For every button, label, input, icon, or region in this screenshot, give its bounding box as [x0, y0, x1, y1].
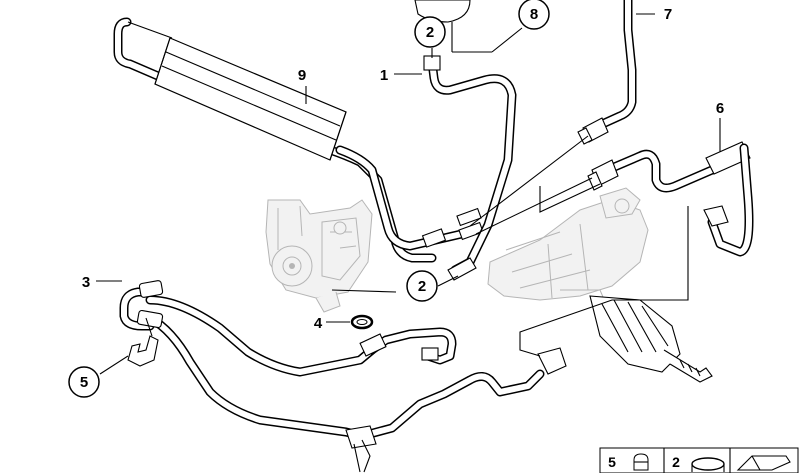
callout-1: 1: [380, 67, 388, 84]
arrow-icon: [736, 455, 791, 471]
svg-text:3: 3: [82, 274, 90, 291]
svg-text:5: 5: [608, 454, 616, 470]
svg-text:2: 2: [426, 24, 434, 41]
svg-text:8: 8: [530, 6, 538, 23]
steering-pump: [265, 199, 373, 313]
svg-text:7: 7: [664, 6, 672, 23]
suction-hose: [423, 55, 517, 281]
callout-2-top: 2: [414, 16, 446, 48]
svg-text:4: 4: [314, 315, 323, 332]
oil-cooler: [113, 17, 484, 263]
hose-clamp-icon: [691, 457, 725, 472]
steering-rack: [487, 187, 713, 383]
legend-item-2: 2: [672, 454, 725, 472]
return-line: [577, 0, 637, 145]
callout-9: 9: [298, 67, 306, 84]
callout-4: 4: [314, 315, 323, 332]
hose-bracket: [127, 317, 159, 367]
leader-lines: [96, 13, 721, 375]
callout-3: 3: [82, 274, 90, 291]
svg-text:2: 2: [418, 278, 426, 295]
nut-icon: [633, 453, 649, 471]
callout-7: 7: [664, 6, 672, 23]
svg-text:9: 9: [298, 67, 306, 84]
parts-legend: 5 2: [599, 447, 799, 473]
svg-text:1: 1: [380, 67, 388, 84]
high-pressure-hose: [119, 280, 567, 473]
callout-5: 5: [68, 366, 100, 398]
svg-text:5: 5: [80, 374, 88, 391]
seal-ring: [350, 314, 374, 330]
callout-2-mid: 2: [406, 270, 438, 302]
pressure-line: [587, 141, 754, 257]
callout-8: 8: [518, 0, 550, 30]
svg-text:6: 6: [716, 100, 724, 117]
legend-item-5: 5: [608, 453, 649, 471]
callout-6: 6: [716, 100, 724, 117]
svg-text:2: 2: [672, 454, 680, 470]
